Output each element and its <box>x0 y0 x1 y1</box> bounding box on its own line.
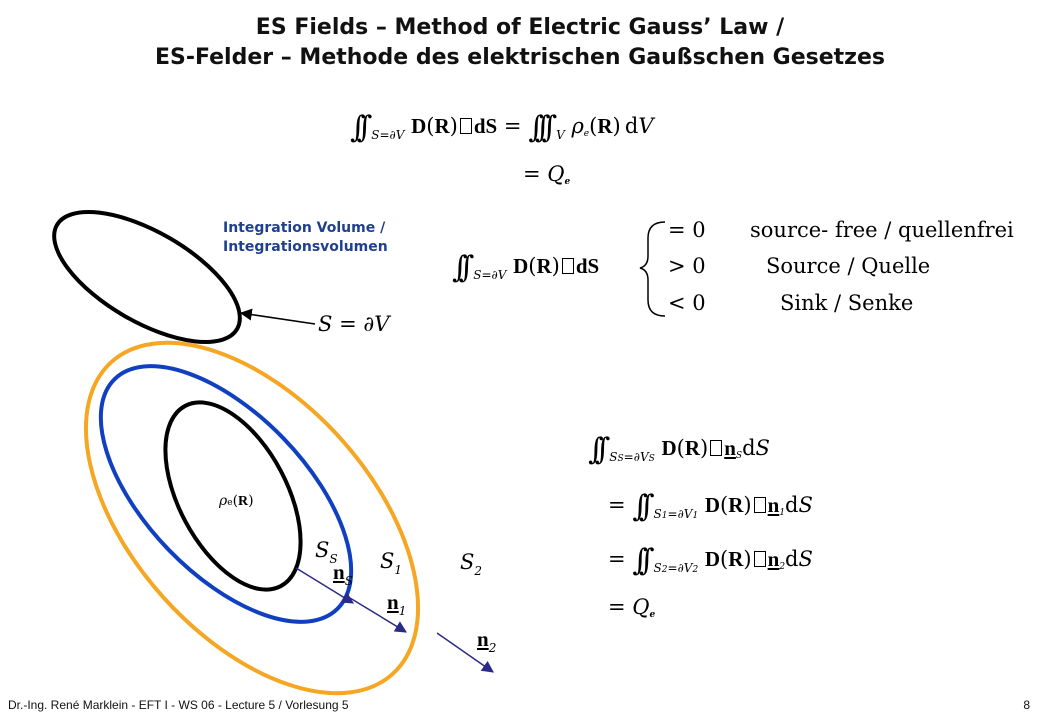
flux-integral: ∫∫S=∂V D(R)dS <box>452 250 600 285</box>
normal-vector-2-arrow <box>436 632 494 673</box>
normal-n1-label: n1 <box>387 590 407 618</box>
surface-s1-ellipse <box>98 364 354 624</box>
case-row-2: < 0 Sink / Senke <box>668 291 913 315</box>
surface-s2-label: S2 <box>460 550 483 578</box>
integration-volume-label-en: Integration Volume / <box>223 220 386 236</box>
normal-vector-s-arrow <box>295 567 355 604</box>
case-relation: = 0 <box>668 218 706 242</box>
case-relation: > 0 <box>668 254 706 278</box>
normal-n2-label: n2 <box>477 627 497 655</box>
cases-brace <box>639 221 666 317</box>
page-number: 8 <box>1023 698 1030 712</box>
surface-s2-ellipse <box>83 340 421 696</box>
slide-title-line-1: ES Fields – Method of Electric Gauss’ La… <box>255 15 785 40</box>
integration-volume-label: Integration Volume / Integrationsvolumen <box>223 219 388 257</box>
surface-s1-label: S1 <box>380 549 403 577</box>
footer-credit: Dr.-Ing. René Marklein - EFT I - WS 06 -… <box>8 698 349 712</box>
case-text: Source / Quelle <box>766 254 931 278</box>
slide-title-line-2: ES-Felder – Methode des elektrischen Gau… <box>154 45 886 70</box>
flux-eq-line-2: = ∫∫S1=∂V1 D(R)n1dS <box>608 489 813 524</box>
case-row-0: = 0 source- free / quellenfrei <box>668 218 1014 242</box>
surface-ss-ellipse <box>163 400 303 592</box>
surface-boundary-label: S = ∂V <box>318 312 390 336</box>
flux-eq-line-1: ∫∫SS=∂VS D(R)nSdS <box>588 432 770 467</box>
case-relation: < 0 <box>668 291 706 315</box>
charge-density-label: ρe(R) <box>219 493 254 509</box>
integration-volume-label-de: Integrationsvolumen <box>223 239 388 255</box>
total-charge-equation: = Qe <box>523 162 571 187</box>
flux-eq-line-3: = ∫∫S2=∂V2 D(R)n2dS <box>608 543 813 578</box>
gauss-law-equation: ∫∫S=∂V D(R)dS = ∫∫∫V ρe(R) dV <box>350 110 654 145</box>
case-text: Sink / Senke <box>780 291 914 315</box>
integration-volume-ellipse <box>52 210 242 344</box>
case-text: source- free / quellenfrei <box>750 218 1014 242</box>
surface-ss-label: SS <box>315 538 338 566</box>
normal-ns-label: nS <box>333 560 353 588</box>
normal-vector-1-arrow <box>349 597 408 633</box>
surface-pointer-arrow <box>239 308 316 325</box>
flux-eq-line-4: = Qe <box>608 595 656 620</box>
case-row-1: > 0 Source / Quelle <box>668 254 930 278</box>
